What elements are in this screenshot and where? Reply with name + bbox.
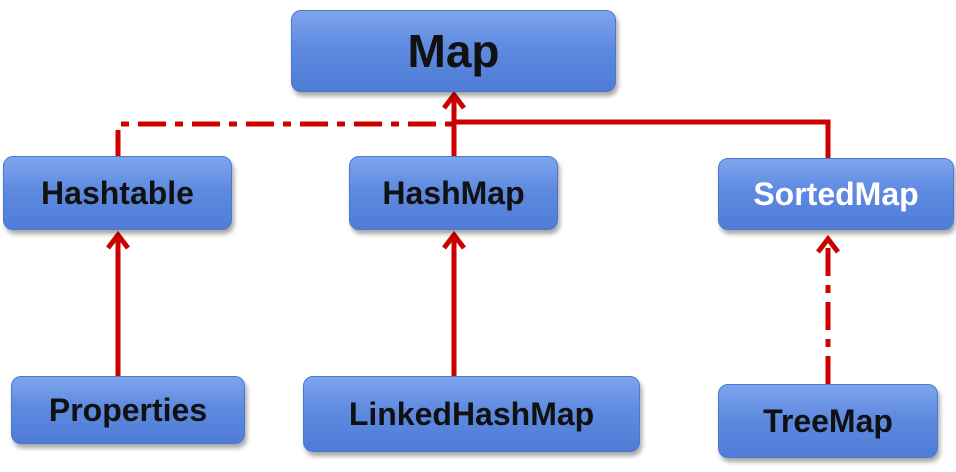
node-treemap-label: TreeMap xyxy=(763,402,893,439)
node-treemap: TreeMap xyxy=(718,384,938,458)
node-map: Map xyxy=(291,10,616,92)
arrowhead-map xyxy=(442,90,466,110)
node-linkedhashmap-label: LinkedHashMap xyxy=(348,395,595,432)
node-properties-label: Properties xyxy=(48,391,208,428)
node-linkedhashmap: LinkedHashMap xyxy=(303,376,640,452)
connector-hashtable-map xyxy=(115,121,454,158)
node-hashtable: Hashtable xyxy=(3,156,232,230)
node-properties: Properties xyxy=(11,376,245,444)
arrowhead-sortedmap xyxy=(816,234,840,254)
arrowhead-hashmap xyxy=(442,230,466,250)
node-map-label: Map xyxy=(407,25,500,77)
arrowhead-hashtable xyxy=(106,230,130,250)
node-hashtable-label: Hashtable xyxy=(41,174,194,211)
connector-sortedmap-map xyxy=(454,119,831,158)
node-hashmap-label: HashMap xyxy=(382,174,525,211)
node-hashmap: HashMap xyxy=(349,156,558,230)
node-sortedmap: SortedMap xyxy=(718,158,954,230)
node-sortedmap-label: SortedMap xyxy=(753,175,919,212)
